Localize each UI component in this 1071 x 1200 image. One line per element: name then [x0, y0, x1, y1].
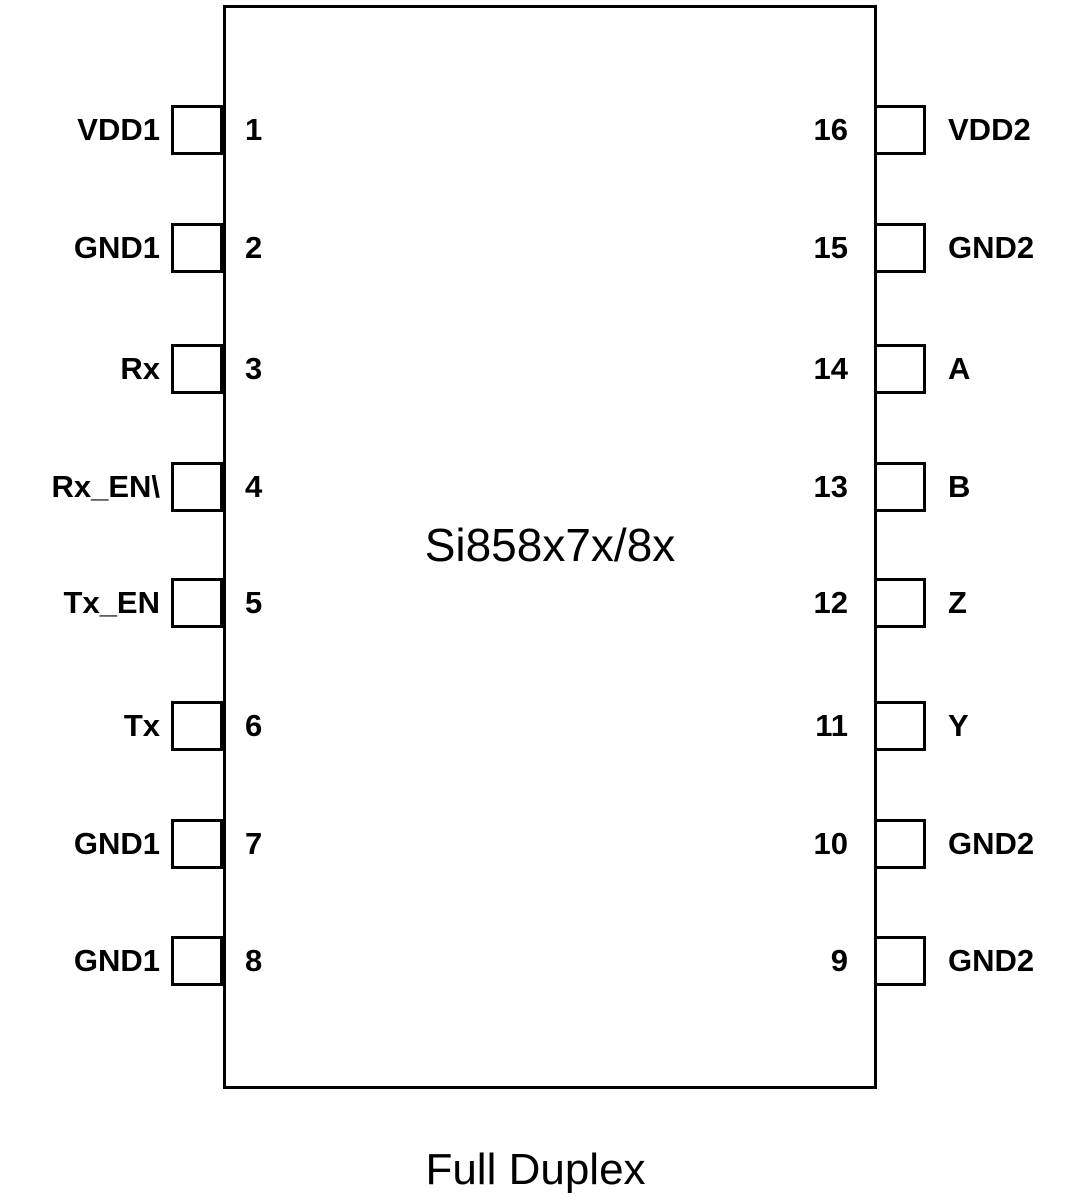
- pin-12-number: 12: [813, 585, 848, 620]
- pin-15-label: GND2: [948, 230, 1035, 265]
- pin-3-label: Rx: [120, 351, 160, 386]
- pin-16-number: 16: [813, 112, 848, 147]
- pin-15-box: [874, 223, 926, 273]
- pin-4-box: [171, 462, 223, 512]
- pin-5-box: [171, 578, 223, 628]
- diagram-caption: Full Duplex: [425, 1145, 646, 1194]
- pin-6-label: Tx: [123, 708, 160, 743]
- pin-3-number: 3: [245, 351, 263, 386]
- pin-2-box: [171, 223, 223, 273]
- pin-8-label: GND1: [73, 943, 160, 978]
- pin-8-box: [171, 936, 223, 986]
- pin-13-number: 13: [813, 469, 848, 504]
- pin-9-box: [874, 936, 926, 986]
- pin-2-label: GND1: [73, 230, 160, 265]
- pin-3-box: [171, 344, 223, 394]
- pin-14-number: 14: [813, 351, 848, 386]
- pin-1-label: VDD1: [77, 112, 160, 147]
- pin-11-box: [874, 701, 926, 751]
- pin-7-label: GND1: [73, 826, 160, 861]
- pin-12-label: Z: [948, 585, 967, 620]
- pin-2-number: 2: [245, 230, 263, 265]
- chip-body: [223, 5, 877, 1089]
- pin-9-number: 9: [830, 943, 848, 978]
- pin-11-label: Y: [948, 708, 969, 743]
- pin-14-label: A: [948, 351, 971, 386]
- pin-8-number: 8: [245, 943, 263, 978]
- pin-12-box: [874, 578, 926, 628]
- pin-10-number: 10: [813, 826, 848, 861]
- pin-5-label: Tx_EN: [63, 585, 160, 620]
- pin-6-box: [171, 701, 223, 751]
- pin-16-label: VDD2: [948, 112, 1031, 147]
- pin-16-box: [874, 105, 926, 155]
- pin-5-number: 5: [245, 585, 263, 620]
- pin-15-number: 15: [813, 230, 848, 265]
- pin-13-label: B: [948, 469, 971, 504]
- pin-4-label: Rx_EN\: [51, 469, 160, 504]
- pin-1-number: 1: [245, 112, 263, 147]
- pin-11-number: 11: [815, 708, 848, 743]
- pin-9-label: GND2: [948, 943, 1035, 978]
- pin-7-number: 7: [245, 826, 263, 861]
- pin-7-box: [171, 819, 223, 869]
- chip-title: Si858x7x/8x: [424, 519, 676, 571]
- pin-10-label: GND2: [948, 826, 1035, 861]
- pin-14-box: [874, 344, 926, 394]
- pin-1-box: [171, 105, 223, 155]
- pin-4-number: 4: [245, 469, 263, 504]
- pin-10-box: [874, 819, 926, 869]
- pin-6-number: 6: [245, 708, 263, 743]
- pin-13-box: [874, 462, 926, 512]
